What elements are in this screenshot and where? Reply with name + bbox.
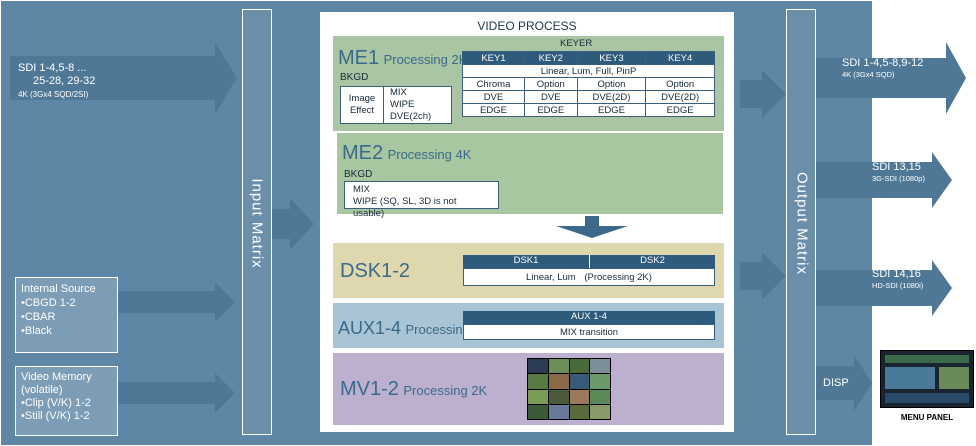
- internal-source-box: Internal Source •CBGD 1-2 •CBAR •Black: [15, 277, 118, 353]
- dsk-detail-box: Linear, Lum (Processing 2K): [463, 268, 715, 286]
- me2-to-dsk-arrowhead: [556, 226, 628, 238]
- me2-title: ME2 Processing 4K: [342, 142, 472, 164]
- key1-header: KEY1: [462, 51, 525, 65]
- video-memory-arrow: [110, 373, 235, 413]
- matrix-to-process-arrow: [272, 198, 314, 250]
- disp-output-arrow: [816, 355, 872, 411]
- internal-source-arrow: [110, 282, 235, 322]
- dsk-proc: (Processing 2K): [584, 272, 652, 283]
- sdi-output-arrow-3: [816, 260, 952, 316]
- multiviewer-thumbnail: [527, 358, 611, 420]
- menu-panel-image: [880, 350, 974, 408]
- sdi-input-label: SDI 1-4,5-8 ... 25-28, 29-32 4K (3Gx4 SQ…: [18, 62, 96, 99]
- mv-title: MV1-2 Processing 2K: [340, 378, 488, 400]
- disp-label: DISP: [823, 377, 849, 389]
- aux-detail-box: MIX transition: [463, 324, 715, 340]
- menu-panel-caption: MENU PANEL: [900, 413, 954, 422]
- process-to-output-arrow-2: [740, 252, 786, 300]
- sdi-output-label-3: SDI 14,16 HD-SDI (1080i): [872, 268, 924, 290]
- sdi-input-arrow: [10, 42, 237, 114]
- dsk2-header: DSK2: [589, 255, 715, 268]
- video-memory-title: Video Memory: [21, 371, 92, 383]
- output-matrix: Output Matrix: [786, 9, 816, 435]
- key4-header: KEY4: [645, 51, 715, 65]
- sdi-output-label-2: SDI 13,15 3G-SDI (1080p): [872, 161, 925, 183]
- dsk-title: DSK1-2: [340, 260, 411, 282]
- me1-keyer-table: KEY1 KEY2 KEY3 KEY4 Linear, Lum, Full, P…: [462, 51, 715, 117]
- sdi-output-label-1: SDI 1-4,5-8,9-12 4K (3Gx4 SQD): [842, 57, 924, 79]
- video-memory-box: Video Memory (volatile) •Clip (V/K) 1-2 …: [15, 366, 118, 436]
- sdi-output-arrow-2: [816, 152, 952, 208]
- input-matrix: Input Matrix: [242, 9, 272, 435]
- dsk-types: Linear, Lum: [526, 272, 576, 283]
- me1-bkgd-label: BKGD: [340, 72, 369, 83]
- internal-source-title: Internal Source: [21, 283, 96, 295]
- output-matrix-label: Output Matrix: [793, 171, 811, 276]
- input-matrix-label: Input Matrix: [248, 178, 266, 269]
- video-process-title: VIDEO PROCESS: [477, 19, 577, 33]
- key2-header: KEY2: [523, 51, 578, 65]
- image-effect-label: Image Effect: [348, 93, 376, 116]
- aux-header: AUX 1-4: [463, 311, 715, 324]
- me2-bkgd-label: BKGD: [344, 169, 373, 180]
- dsk1-header: DSK1: [463, 255, 589, 268]
- me2-bkgd-box: MIX WIPE (SQ, SL, 3D is not usable): [344, 181, 499, 219]
- me2-to-dsk-arrow: [585, 216, 599, 226]
- key3-header: KEY3: [576, 51, 647, 65]
- me1-title: ME1 Processing 2K: [338, 47, 468, 69]
- key-types: Linear, Lum, Full, PinP: [462, 64, 715, 78]
- me1-keyer-title: KEYER: [560, 38, 593, 49]
- process-to-output-arrow-1: [740, 70, 786, 118]
- sdi-output-arrow-1: [816, 42, 966, 114]
- me1-bkgd-box: Image Effect MIX WIPE DVE(2ch): [340, 86, 452, 124]
